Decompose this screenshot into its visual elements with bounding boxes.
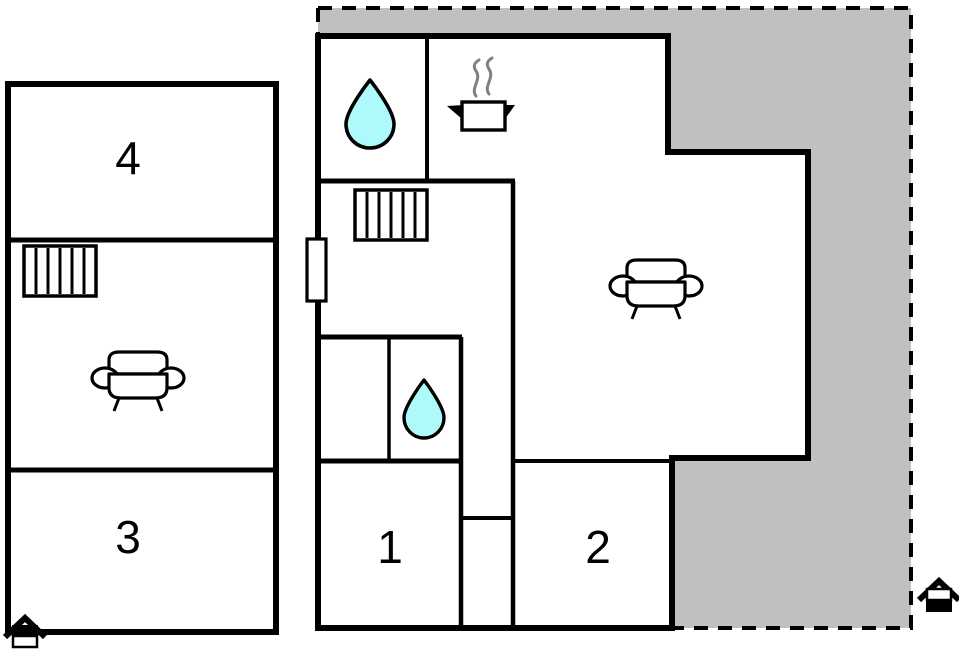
sofa-icon [90, 350, 186, 412]
plot-boundary-dashed [318, 6, 913, 630]
stove-pot-icon [447, 56, 515, 132]
entrance-marker-right [916, 576, 959, 612]
radiator-icon [353, 188, 429, 242]
main-building: 1 2 [305, 33, 811, 631]
water-drop-icon [344, 78, 396, 150]
room-label-4: 4 [115, 132, 141, 184]
water-drop-icon [402, 378, 446, 440]
room-label-1: 1 [377, 521, 403, 573]
main-building-outline [315, 33, 811, 631]
room-label-3: 3 [115, 511, 141, 563]
plot-fill [318, 8, 911, 628]
property-plot [316, 6, 913, 630]
room-label-2: 2 [585, 521, 611, 573]
entrance-marker-left [2, 613, 48, 649]
radiator-icon [22, 244, 98, 298]
door-icon [305, 237, 328, 303]
sofa-icon [608, 258, 704, 320]
left-building: 4 3 [5, 81, 279, 635]
